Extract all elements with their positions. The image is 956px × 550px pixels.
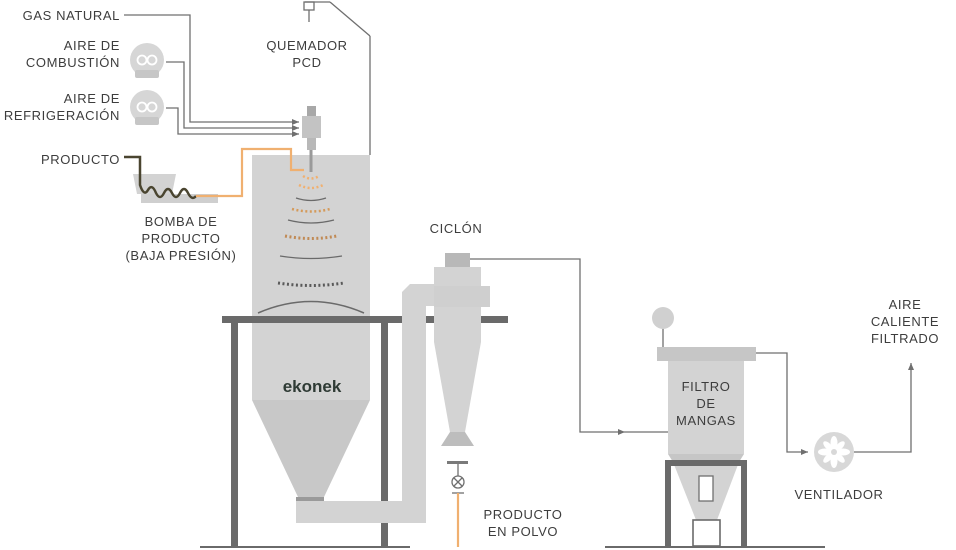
label-cooling-air-1: AIRE DE xyxy=(64,91,120,106)
label-hot-air-3: FILTRADO xyxy=(871,331,939,346)
cyclone-to-filter-line xyxy=(470,258,625,435)
label-powder-2: EN POLVO xyxy=(488,524,558,539)
label-pump-2: PRODUCTO xyxy=(142,231,221,246)
label-pump-3: (BAJA PRESIÓN) xyxy=(126,248,237,263)
spray-pattern xyxy=(257,174,365,314)
label-powder-1: PRODUCTO xyxy=(484,507,563,522)
label-burner-1: QUEMADOR xyxy=(266,38,347,53)
transfer-duct xyxy=(296,284,435,523)
label-producto: PRODUCTO xyxy=(41,152,120,167)
label-filter-3: MANGAS xyxy=(676,413,736,428)
combustion-air-line xyxy=(166,61,299,131)
filter-to-fan-line xyxy=(756,352,808,455)
label-filter-2: DE xyxy=(696,396,715,411)
label-burner-2: PCD xyxy=(292,55,321,70)
filter-support xyxy=(665,460,747,547)
label-combustion-air-1: AIRE DE xyxy=(64,38,120,53)
product-feed-line xyxy=(196,147,304,198)
combustion-air-fan-icon xyxy=(130,43,164,78)
support-structure xyxy=(222,316,508,547)
product-pump xyxy=(124,155,218,203)
label-hot-air-1: AIRE xyxy=(889,297,922,312)
burner-pcd xyxy=(302,106,321,172)
burner-bracket xyxy=(303,1,371,155)
label-cyclone: CICLÓN xyxy=(430,221,483,236)
gas-line xyxy=(124,14,299,125)
brand-logo: ekonek xyxy=(283,377,342,396)
exhaust-line xyxy=(854,363,914,453)
label-gas-natural: GAS NATURAL xyxy=(23,8,120,23)
bag-filter xyxy=(652,307,756,547)
cooling-air-line xyxy=(166,107,299,137)
label-filter-1: FILTRO xyxy=(682,379,731,394)
label-pump-1: BOMBA DE xyxy=(145,214,218,229)
cyclone xyxy=(434,253,490,494)
label-combustion-air-2: COMBUSTIÓN xyxy=(26,55,120,70)
drying-chamber xyxy=(252,155,370,501)
label-hot-air-2: CALIENTE xyxy=(871,314,939,329)
exhaust-fan-icon xyxy=(814,432,854,472)
label-fan: VENTILADOR xyxy=(794,487,883,502)
label-cooling-air-2: REFRIGERACIÓN xyxy=(4,108,120,123)
cooling-air-fan-icon xyxy=(130,90,164,125)
